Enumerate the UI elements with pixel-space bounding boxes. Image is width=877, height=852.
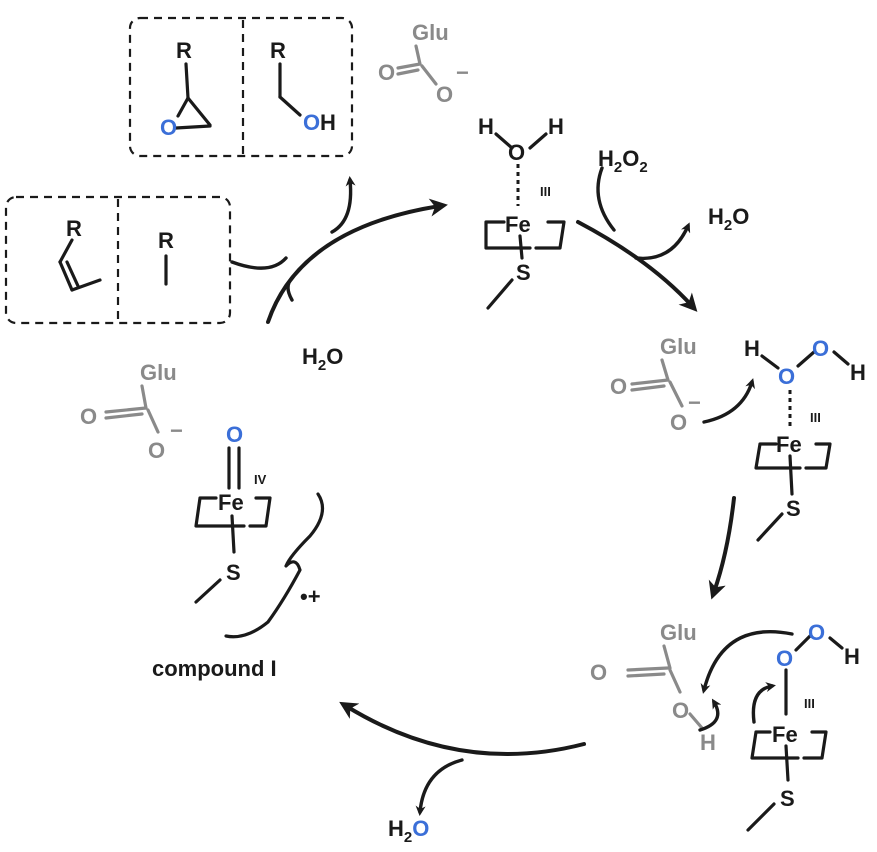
glu-oxygen: O — [148, 438, 165, 463]
epoxide-oxygen: O — [160, 115, 177, 140]
atom-R: R — [158, 228, 174, 253]
glu-label: Glu — [412, 20, 449, 45]
products-box: R O R O H — [128, 16, 354, 158]
glu-oxygen: O — [436, 82, 453, 107]
epoxide-structure: R O — [160, 38, 212, 140]
heme-fe-iii-h2o2: Glu O O − H O O H III Fe S — [610, 334, 866, 542]
sulfur-atom: S — [780, 786, 795, 811]
cycle-arrows — [230, 166, 736, 816]
sulfur-atom: S — [786, 496, 801, 521]
peroxide-h: H — [850, 360, 866, 385]
iron-atom: Fe — [218, 490, 244, 515]
water-h: H — [548, 114, 564, 139]
h2o-released-label: H2O — [388, 816, 429, 846]
glu-charge: − — [688, 390, 701, 415]
compound-i-label: compound I — [152, 656, 277, 681]
oxo-oxygen: O — [226, 422, 243, 447]
oxidation-state: III — [810, 410, 821, 425]
atom-R: R — [176, 38, 192, 63]
heme-fe-iii-hydroperoxo: Glu O O H O O H III Fe S — [590, 620, 860, 832]
h2o-in-label: H2O — [302, 344, 343, 374]
atom-R: R — [66, 216, 82, 241]
glu-label: Glu — [660, 620, 697, 645]
alcohol-structure: R O H — [270, 38, 336, 135]
sulfur-atom: S — [226, 560, 241, 585]
oxidation-state: III — [804, 696, 815, 711]
peroxide-oxygen: O — [812, 336, 829, 361]
alkene-structure: R — [58, 216, 102, 292]
hydroperoxo-oxygen: O — [776, 646, 793, 671]
oxidation-state: IV — [254, 472, 267, 487]
sulfur-atom: S — [516, 260, 531, 285]
hydroperoxo-h: H — [844, 644, 860, 669]
h2o2-in-label: H2O2 — [598, 146, 648, 176]
water-oxygen: O — [508, 140, 525, 165]
peroxide-h: H — [744, 336, 760, 361]
h2o-out-label: H2O — [708, 204, 749, 234]
glu-label: Glu — [660, 334, 697, 359]
hydroxyl-hydrogen: H — [320, 110, 336, 135]
iron-atom: Fe — [505, 212, 531, 237]
glu-charge: − — [170, 418, 183, 443]
glu-charge: − — [456, 60, 469, 85]
oxidation-state: III — [540, 184, 551, 199]
atom-R: R — [270, 38, 286, 63]
glu-label: Glu — [140, 360, 177, 385]
glu-oxygen: O — [80, 404, 97, 429]
hydroxyl-oxygen: O — [303, 110, 320, 135]
compound-i-structure: Glu O O − O IV Fe S •+ compound I — [80, 360, 325, 681]
radical-cation-sign: •+ — [300, 584, 321, 609]
glu-hydrogen: H — [700, 730, 716, 755]
glu-oxygen: O — [378, 60, 395, 85]
water-h: H — [478, 114, 494, 139]
glu-oxygen: O — [590, 660, 607, 685]
glu-oxygen: O — [610, 374, 627, 399]
alkane-structure: R — [158, 228, 174, 286]
hydroperoxo-oxygen: O — [808, 620, 825, 645]
glu-oxygen: O — [670, 410, 687, 435]
reagent-labels: H2O2 H2O H2O H2O — [302, 146, 749, 846]
heme-fe-iii-aqua: Glu O O − H O H III Fe S — [378, 20, 566, 310]
iron-atom: Fe — [776, 432, 802, 457]
peroxide-oxygen: O — [778, 364, 795, 389]
glu-oxygen: O — [672, 698, 689, 723]
iron-atom: Fe — [772, 722, 798, 747]
substrates-box: R R — [4, 195, 232, 325]
